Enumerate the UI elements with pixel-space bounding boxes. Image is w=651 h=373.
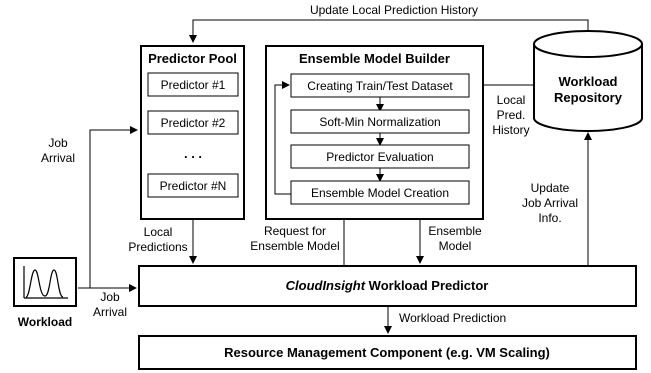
predictor-n: Predictor #N	[147, 173, 239, 198]
repository-label-2: Repository	[554, 90, 623, 105]
label-update-job-arrival-2: Job Arrival	[522, 196, 578, 210]
workload-icon	[13, 257, 77, 307]
step-ensemble-model-creation: Ensemble Model Creation	[290, 180, 470, 205]
svg-text:Ensemble Model Creation: Ensemble Model Creation	[311, 186, 449, 200]
label-local-pred-history-3: History	[492, 123, 529, 137]
builder-loop-connector	[274, 81, 291, 195]
workload-label: Workload	[18, 315, 72, 329]
predictor-pool-title: Predictor Pool	[148, 51, 237, 66]
resource-management: Resource Management Component (e.g. VM S…	[138, 335, 637, 370]
step-train-test-dataset: Creating Train/Test Dataset	[290, 73, 470, 98]
svg-text:Predictor #N: Predictor #N	[160, 179, 227, 193]
svg-text:Predictor #1: Predictor #1	[161, 78, 226, 92]
label-job-arrival-predictor-2: Arrival	[93, 305, 127, 319]
predictor-1: Predictor #1	[147, 72, 239, 97]
predictor-bar-title: CloudInsight Workload Predictor	[286, 278, 489, 293]
predictor-pool: Predictor Pool Predictor #1 Predictor #2…	[140, 45, 245, 220]
label-local-pred-history-1: Local	[497, 93, 526, 107]
label-local-pred-history-2: Pred.	[497, 108, 526, 122]
label-ensemble-model-1: Ensemble	[428, 224, 482, 238]
label-local-predictions-1: Local	[144, 225, 173, 239]
step-predictor-evaluation: Predictor Evaluation	[290, 144, 470, 169]
predictor-bar-rest: Workload Predictor	[365, 278, 488, 293]
predictor-2: Predictor #2	[147, 110, 239, 135]
label-job-arrival-pool-1: Job	[48, 136, 68, 150]
job-arrival-pool-connector	[78, 126, 138, 289]
ensemble-builder-title: Ensemble Model Builder	[299, 51, 450, 66]
update-history-connector	[189, 19, 589, 43]
predictor-ellipsis: . . .	[184, 146, 202, 161]
svg-text:Predictor Evaluation: Predictor Evaluation	[326, 150, 433, 164]
label-update-job-arrival-3: Info.	[538, 211, 561, 225]
label-job-arrival-pool-2: Arrival	[41, 151, 75, 165]
predictor-brand: CloudInsight	[286, 278, 366, 293]
svg-text:Predictor #2: Predictor #2	[161, 116, 226, 130]
workload-repository: Workload Repository	[533, 30, 643, 132]
ensemble-model-builder: Ensemble Model Builder Creating Train/Te…	[265, 45, 484, 220]
svg-text:Soft-Min Normalization: Soft-Min Normalization	[319, 115, 440, 129]
label-job-arrival-predictor-1: Job	[100, 290, 120, 304]
label-request-ensemble-1: Request for	[264, 224, 326, 238]
cloudinsight-predictor: CloudInsight Workload Predictor	[138, 265, 637, 307]
label-request-ensemble-2: Ensemble Model	[250, 239, 339, 253]
label-update-history: Update Local Prediction History	[310, 3, 478, 17]
step-soft-min-normalization: Soft-Min Normalization	[290, 109, 470, 134]
repository-label-1: Workload	[559, 74, 618, 89]
label-local-predictions-2: Predictions	[128, 240, 187, 254]
resource-bar-label: Resource Management Component (e.g. VM S…	[224, 345, 550, 360]
svg-text:Creating Train/Test Dataset: Creating Train/Test Dataset	[307, 79, 453, 93]
label-update-job-arrival-1: Update	[531, 181, 570, 195]
label-ensemble-model-2: Model	[439, 239, 472, 253]
label-workload-prediction: Workload Prediction	[399, 311, 506, 325]
